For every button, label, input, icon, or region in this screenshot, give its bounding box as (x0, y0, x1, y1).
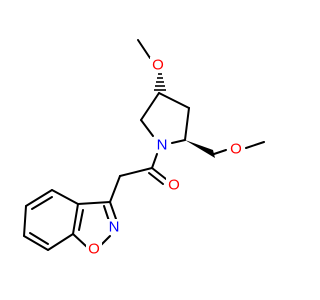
atom-o-methoxy-ring: O (152, 57, 164, 74)
molecule-canvas: O N O O N O (23, 39, 265, 258)
bond-c4-c5 (140, 92, 160, 121)
bond-o-c7a (72, 233, 88, 248)
bond-layer (23, 39, 265, 251)
atom-labels: O N O O N O (86, 57, 244, 258)
bond-c3-n-double (103, 205, 110, 222)
bond-c3-n (109, 201, 117, 220)
atom-o-carbonyl: O (168, 177, 180, 194)
bond-c6-c7 (23, 235, 49, 251)
bond-n1-carbonyl-c (151, 153, 158, 169)
hashed-wedge-bond (154, 73, 166, 91)
molecule-structure: O N O O N O (23, 39, 265, 258)
bond-carbonyl-ch2 (119, 167, 153, 177)
bond-c4-c5-benz-inner (31, 196, 53, 210)
bond-ch2-o2 (213, 149, 227, 155)
atom-o-methoxymethyl: O (230, 141, 242, 158)
bond-carbonyl-double-1 (151, 167, 167, 180)
bond-c6-c7-inner (29, 232, 49, 245)
bond-c4-c3 (158, 92, 190, 109)
bond-c3-c2 (184, 107, 190, 141)
bond-c5-n1 (140, 119, 154, 137)
atom-n-pyrrolidine: N (157, 137, 168, 154)
bond-c3-c3a (77, 201, 111, 205)
bond-c3a-c7a-inner (78, 209, 84, 231)
bond-c3a-c4 (51, 189, 79, 205)
bond-methyl-o1 (137, 39, 151, 59)
atom-n-isoxazole: N (109, 219, 120, 236)
bond-o2-ch3 (245, 141, 265, 149)
solid-wedge-bond (185, 140, 215, 158)
bond-carbonyl-double-2 (148, 172, 164, 185)
bond-c3a-c7a (72, 203, 79, 235)
bond-c5-c6 (23, 205, 27, 237)
bond-c2-n1 (171, 139, 186, 144)
bond-c4-c5-benz (25, 189, 53, 207)
bond-ch2-c3a (109, 175, 121, 203)
bond-c7-c7a (47, 233, 74, 251)
atom-o-isoxazole: O (88, 241, 100, 258)
